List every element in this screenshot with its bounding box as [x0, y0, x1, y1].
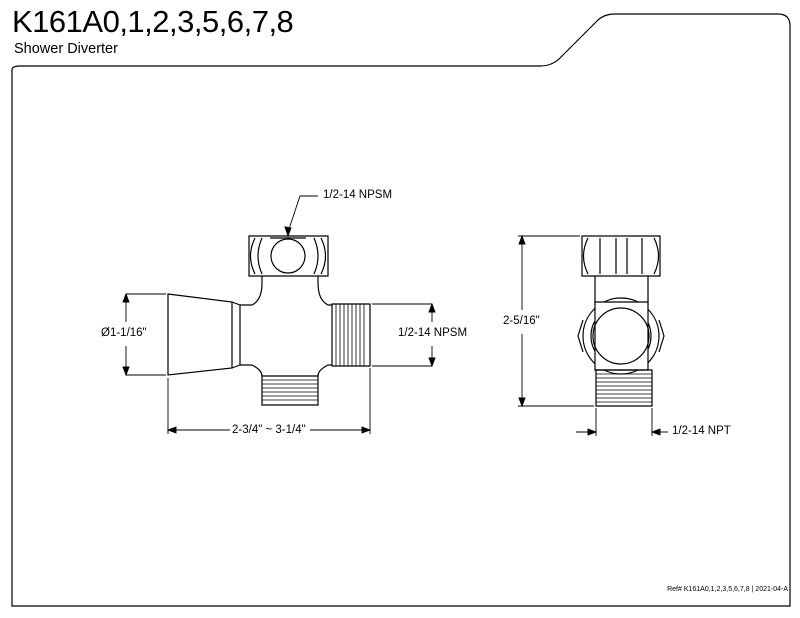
model-number: K161A0,1,2,3,5,6,7,8: [12, 4, 294, 39]
bottom-outlet: [262, 376, 318, 405]
front-dimensions: [123, 196, 435, 434]
label-top-inlet: 1/2-14 NPSM: [323, 189, 393, 201]
label-bottom-thread: 1/2-14 NPT: [672, 425, 731, 437]
reference-code: Ref# K161A0,1,2,3,5,6,7,8 | 2021-04-A: [667, 586, 788, 593]
label-height: 2-5/16": [503, 315, 540, 327]
side-bottom-thread: [596, 370, 652, 406]
top-inlet-leader: [288, 196, 318, 232]
side-top-nut: [582, 236, 660, 276]
side-dimensions: [518, 236, 668, 436]
sheet-border: [12, 14, 790, 606]
side-view: [578, 236, 664, 406]
top-nut: [249, 236, 328, 276]
label-handle-diameter: Ø1-1/16": [101, 327, 147, 339]
side-thread-lines: [336, 304, 364, 366]
handle-step: [232, 302, 240, 305]
label-side-outlet: 1/2-14 NPSM: [398, 327, 468, 339]
side-bottom-thread-lines: [596, 374, 652, 402]
side-outlet: [332, 304, 370, 366]
bottom-thread-lines: [262, 380, 318, 400]
valve-body: [240, 276, 332, 376]
handle-body: [168, 294, 232, 375]
label-overall-length: 2-3/4" ~ 3-1/4": [232, 424, 306, 436]
front-view: [168, 236, 370, 405]
product-name: Shower Diverter: [14, 41, 118, 57]
